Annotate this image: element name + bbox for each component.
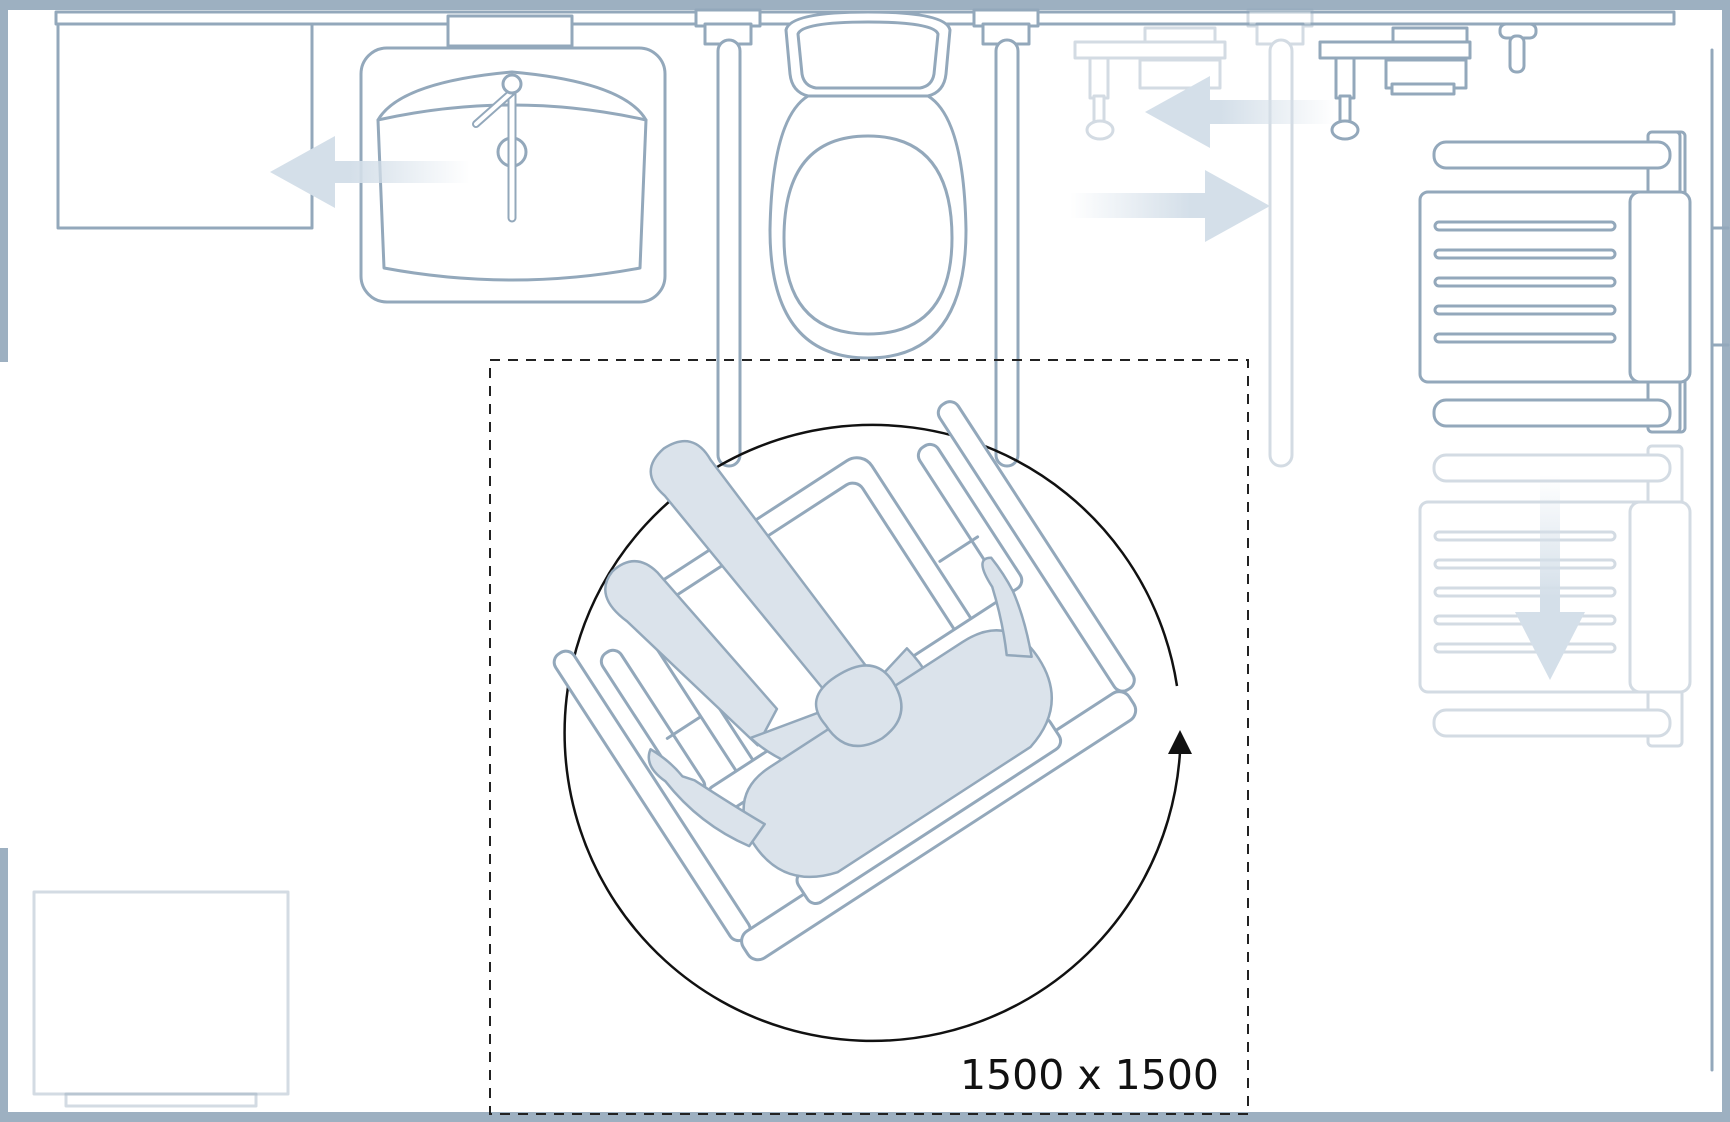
basin-move-left-arrow — [270, 136, 470, 208]
dimension-label: 1500 x 1500 — [960, 1051, 1219, 1099]
wall-hook — [1498, 22, 1538, 74]
seated-person — [604, 439, 1054, 879]
seat-move-down-arrow — [1515, 475, 1585, 680]
washbasin — [359, 14, 667, 304]
paper-holder — [1318, 26, 1472, 141]
turning-space-square — [489, 359, 1249, 1115]
circular-arrow-icon — [1168, 730, 1192, 754]
previous-fixture-position — [1073, 8, 1314, 468]
shower-seat — [1418, 130, 1692, 434]
fixture-move-arrows — [1070, 76, 1335, 242]
vanity-cabinet — [56, 22, 314, 230]
toilet — [768, 10, 968, 360]
waste-bin — [32, 890, 290, 1108]
turning-circle — [563, 423, 1182, 1043]
wheelchair-user — [552, 400, 1138, 962]
